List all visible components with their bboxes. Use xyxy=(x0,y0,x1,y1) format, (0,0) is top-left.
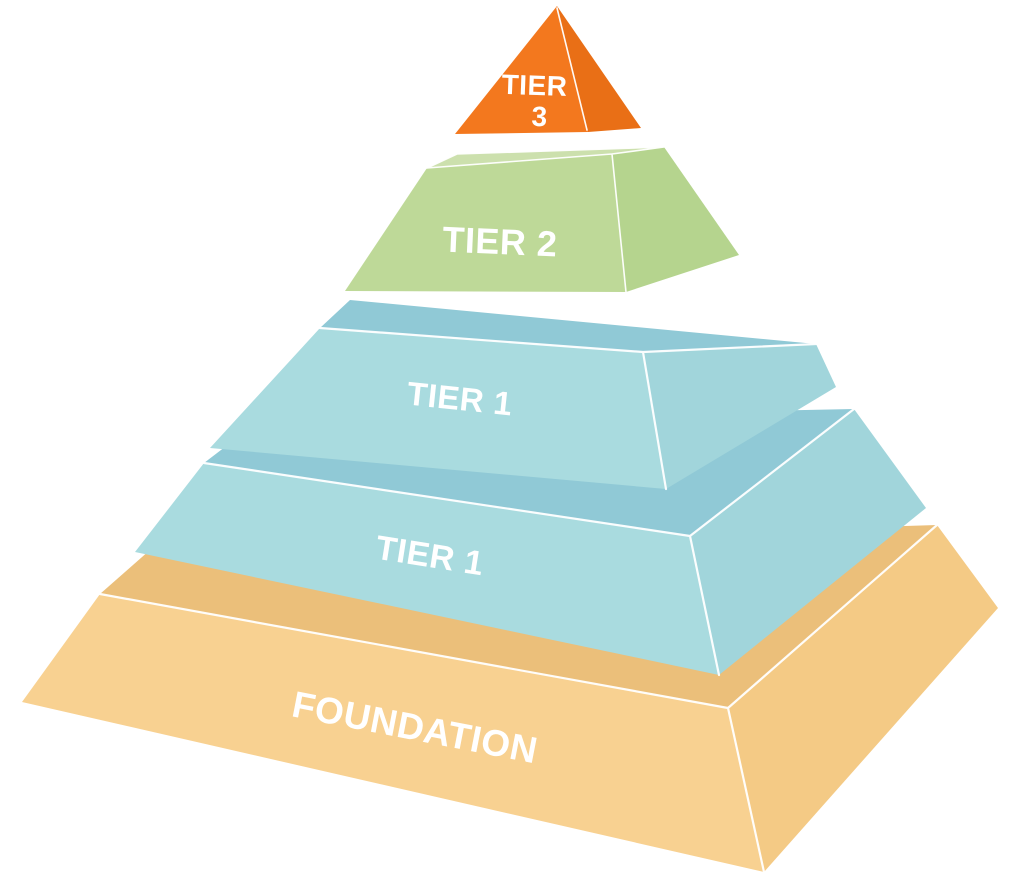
tier-1-lower-right-face xyxy=(690,409,926,675)
tier-1-upper-right-face xyxy=(643,344,836,489)
tier-2-front-face xyxy=(345,154,626,292)
foundation-right-face xyxy=(728,525,998,872)
tier-2-label: TIER 2 xyxy=(442,219,559,265)
tier-1-upper-front-face xyxy=(210,328,666,489)
tier-3-label-line-2: 3 xyxy=(531,101,548,133)
tier-1-upper-top-face xyxy=(320,300,816,352)
foundation-front-face xyxy=(22,594,764,872)
tier-1-upper-edge-highlight xyxy=(318,326,818,491)
tier-1-upper: TIER 1 xyxy=(210,300,836,491)
tier-3-label-line-1: TIER xyxy=(501,69,568,102)
foundation-edge-highlight xyxy=(98,523,939,874)
tier-2-edge-highlight xyxy=(426,146,665,293)
tier-2: TIER 2 xyxy=(345,146,739,293)
tier-3-right-face xyxy=(557,6,641,132)
tier-2-right-face xyxy=(612,147,739,292)
tier-3: TIER 3 xyxy=(455,6,641,134)
tier-3-front-face xyxy=(455,6,588,134)
tier-1-lower-edge-highlight xyxy=(202,407,856,677)
tier-3-label: TIER 3 xyxy=(500,69,576,134)
tier-3-edge-highlight xyxy=(556,7,588,131)
tier-1-lower-front-face xyxy=(135,463,719,675)
